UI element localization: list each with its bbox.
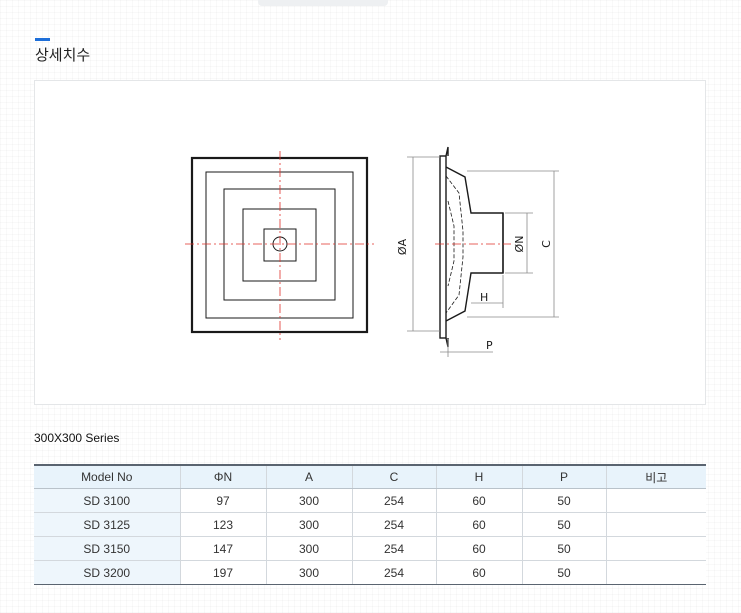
cell-phi-n: 197 [179,560,266,585]
cell-note [605,488,706,513]
cell-phi-n: 97 [179,488,266,513]
top-tab-remnant [258,0,388,6]
cell-a: 300 [265,488,352,513]
cell-p: 50 [521,560,606,585]
dimension-drawing: ØA ØN C H P [185,146,559,357]
cell-model: SD 3100 [34,488,180,513]
header-model: Model No [34,464,180,489]
dim-label-a: ØA [396,238,409,255]
cone-ring-3 [242,208,317,282]
header-note: 비고 [605,464,706,489]
cell-phi-n: 147 [179,536,266,561]
table-row: SD 3100 97 300 254 60 50 [34,488,706,513]
cell-c: 254 [351,560,436,585]
front-centerlines [185,151,374,340]
dim-label-p: P [486,339,493,352]
cell-c: 254 [351,512,436,537]
cell-a: 300 [265,560,352,585]
table-row: SD 3200 197 300 254 60 50 [34,560,706,585]
cell-h: 60 [435,488,522,513]
cell-model: SD 3125 [34,512,180,537]
cell-note [605,560,706,585]
dimension-drawing-panel: ØA ØN C H P [34,80,706,405]
outer-frame [190,156,369,334]
cell-model: SD 3150 [34,536,180,561]
header-p: P [521,464,606,489]
dim-label-h: H [480,291,488,304]
cell-c: 254 [351,536,436,561]
cell-p: 50 [521,488,606,513]
cell-phi-n: 123 [179,512,266,537]
side-view [439,146,504,348]
cell-h: 60 [435,560,522,585]
side-hidden-lines [445,175,464,314]
cell-a: 300 [265,536,352,561]
series-title: 300X300 Series [34,431,120,445]
header-c: C [351,464,436,489]
cell-h: 60 [435,536,522,561]
dim-label-c: C [540,240,553,248]
header-a: A [265,464,352,489]
cell-note [605,536,706,561]
front-view [190,156,369,334]
title-accent-bar [35,38,50,41]
cell-h: 60 [435,512,522,537]
section-title: 상세치수 [35,46,91,64]
table-row: SD 3150 147 300 254 60 50 [34,536,706,561]
cell-c: 254 [351,488,436,513]
cell-p: 50 [521,512,606,537]
cone-ring-2 [223,188,336,301]
cell-a: 300 [265,512,352,537]
dimension-lines [407,156,559,357]
table-header-row: Model No ΦN A C H P 비고 [34,464,706,489]
flange-plate [439,155,447,339]
spec-table: Model No ΦN A C H P 비고 SD 3100 97 300 25… [34,464,706,585]
header-phi-n: ΦN [179,464,266,489]
cell-note [605,512,706,537]
table-row: SD 3125 123 300 254 60 50 [34,512,706,537]
cell-model: SD 3200 [34,560,180,585]
cell-p: 50 [521,536,606,561]
dim-label-n: ØN [513,236,526,253]
cone-ring-1 [205,171,354,319]
header-h: H [435,464,522,489]
